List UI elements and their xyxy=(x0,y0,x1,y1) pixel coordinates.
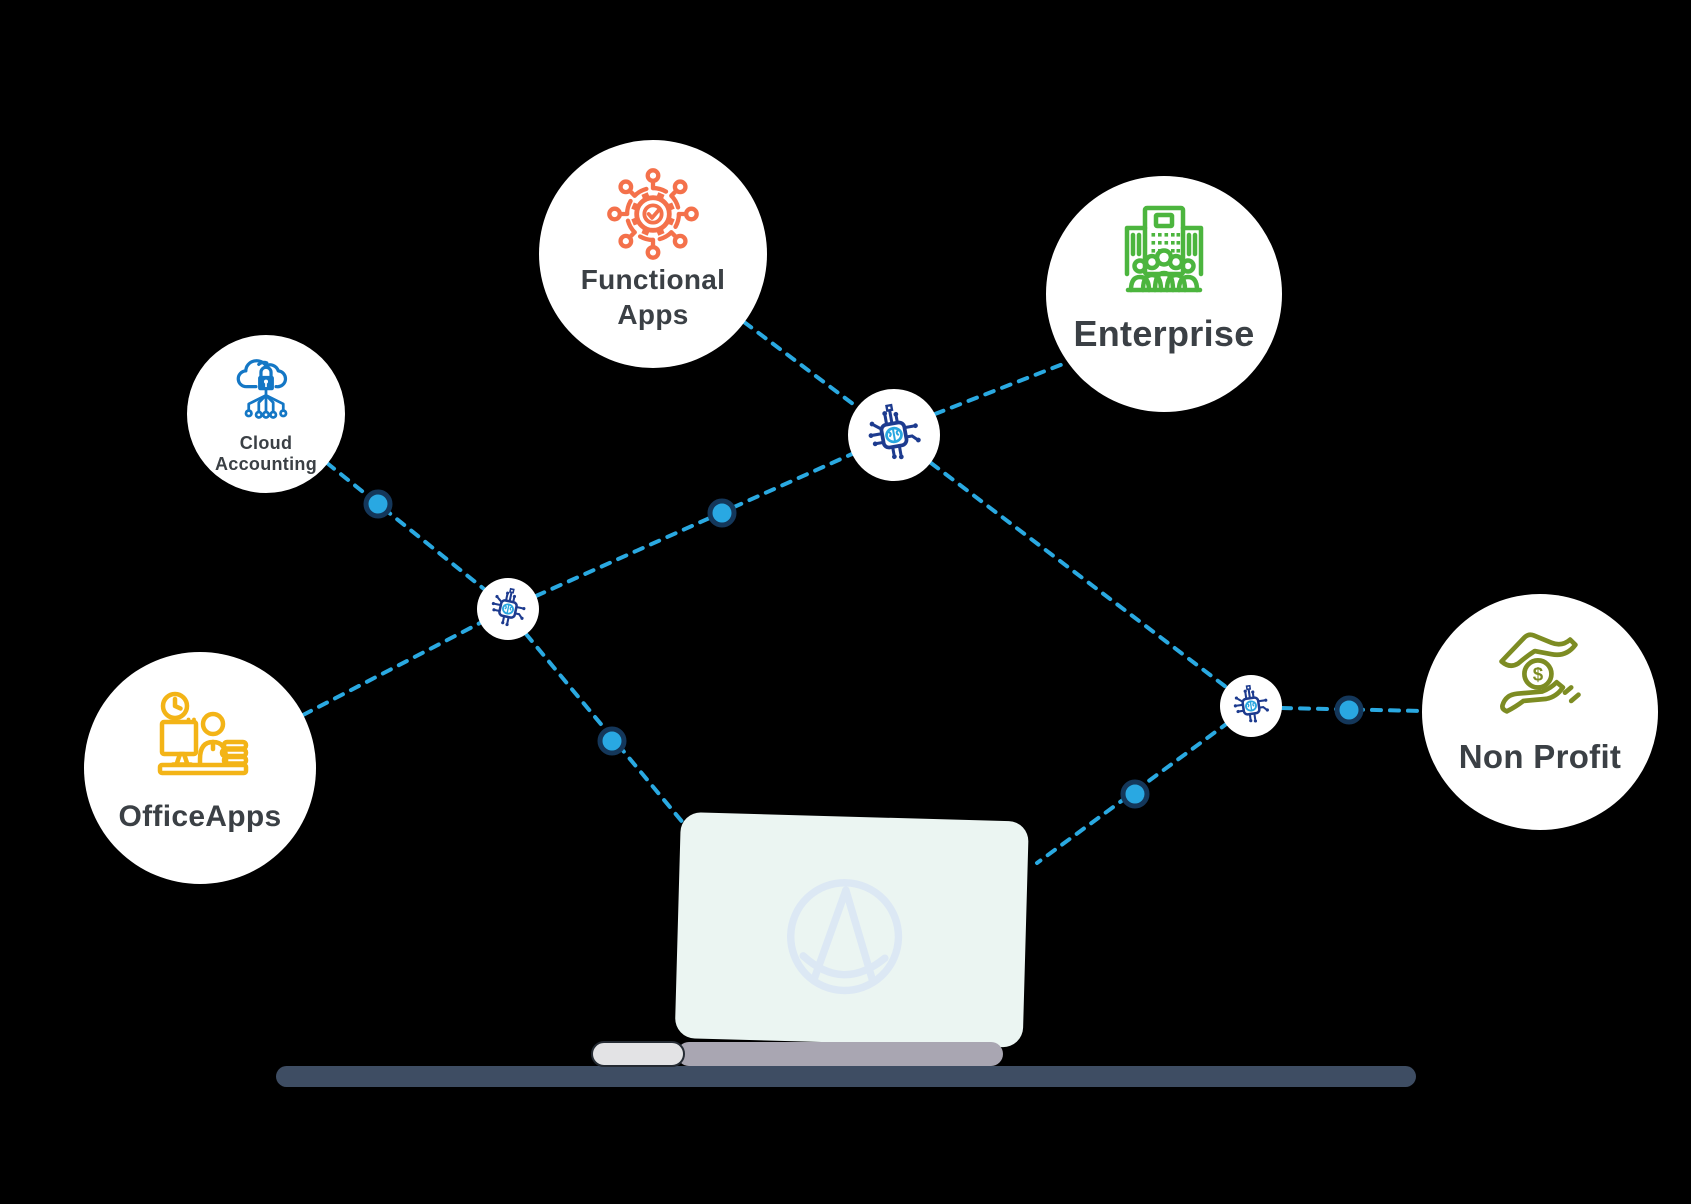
ai-chip-brain-icon xyxy=(868,403,921,460)
connector-node-right xyxy=(1220,675,1282,737)
link-right-node-to-laptop xyxy=(1035,720,1231,865)
connector-dot xyxy=(597,726,627,756)
laptop-screen xyxy=(674,812,1029,1048)
office-desk-icon xyxy=(157,691,249,776)
laptop-hinge-pill xyxy=(591,1041,685,1067)
svg-text:$: $ xyxy=(1533,664,1544,685)
hands-dollar-icon: $ xyxy=(1499,632,1581,714)
desk-bar xyxy=(276,1066,1416,1087)
link-central-node-to-right-node xyxy=(929,461,1228,689)
connector-dot xyxy=(1120,779,1150,809)
connector-dot xyxy=(1334,695,1364,725)
hub-enterprise-label: Enterprise xyxy=(1073,313,1255,354)
link-left-node-to-laptop xyxy=(524,632,686,826)
ai-chip-brain-icon xyxy=(491,587,526,627)
link-officeapps-to-left-node xyxy=(301,621,482,717)
triangle-a-logo-icon xyxy=(787,879,903,995)
hub-functional-apps-label-line2: Apps xyxy=(617,299,689,330)
hub-functional-apps: Functional Apps xyxy=(539,140,767,368)
link-central-node-to-enterprise xyxy=(933,362,1065,416)
connector-node-left xyxy=(477,578,539,640)
hub-cloud-accounting: Cloud Accounting xyxy=(187,335,345,493)
link-cloud-to-left-node xyxy=(325,461,486,591)
connector-node-central xyxy=(848,389,940,481)
hub-cloud-accounting-label-line2: Accounting xyxy=(215,454,317,474)
functional-apps-icon xyxy=(607,168,699,260)
ai-chip-brain-icon xyxy=(1233,684,1269,723)
connector-dot xyxy=(363,489,393,519)
hub-non-profit-label: Non Profit xyxy=(1458,738,1622,775)
hub-officeapps-label: OfficeApps xyxy=(118,800,282,833)
hub-officeapps: OfficeApps xyxy=(84,652,316,884)
cloud-lock-circuit-icon xyxy=(236,359,288,419)
hub-functional-apps-label-line1: Functional xyxy=(580,264,726,295)
link-left-node-to-central-node xyxy=(534,452,854,598)
hub-cloud-accounting-label-line1: Cloud xyxy=(239,433,293,453)
hub-non-profit: $ Non Profit xyxy=(1422,594,1658,830)
connector-dot xyxy=(707,498,737,528)
laptop-base xyxy=(677,1042,1003,1066)
enterprise-building-icon xyxy=(1124,205,1204,293)
link-functional-to-central-node xyxy=(742,320,859,409)
hub-enterprise: Enterprise xyxy=(1046,176,1282,412)
